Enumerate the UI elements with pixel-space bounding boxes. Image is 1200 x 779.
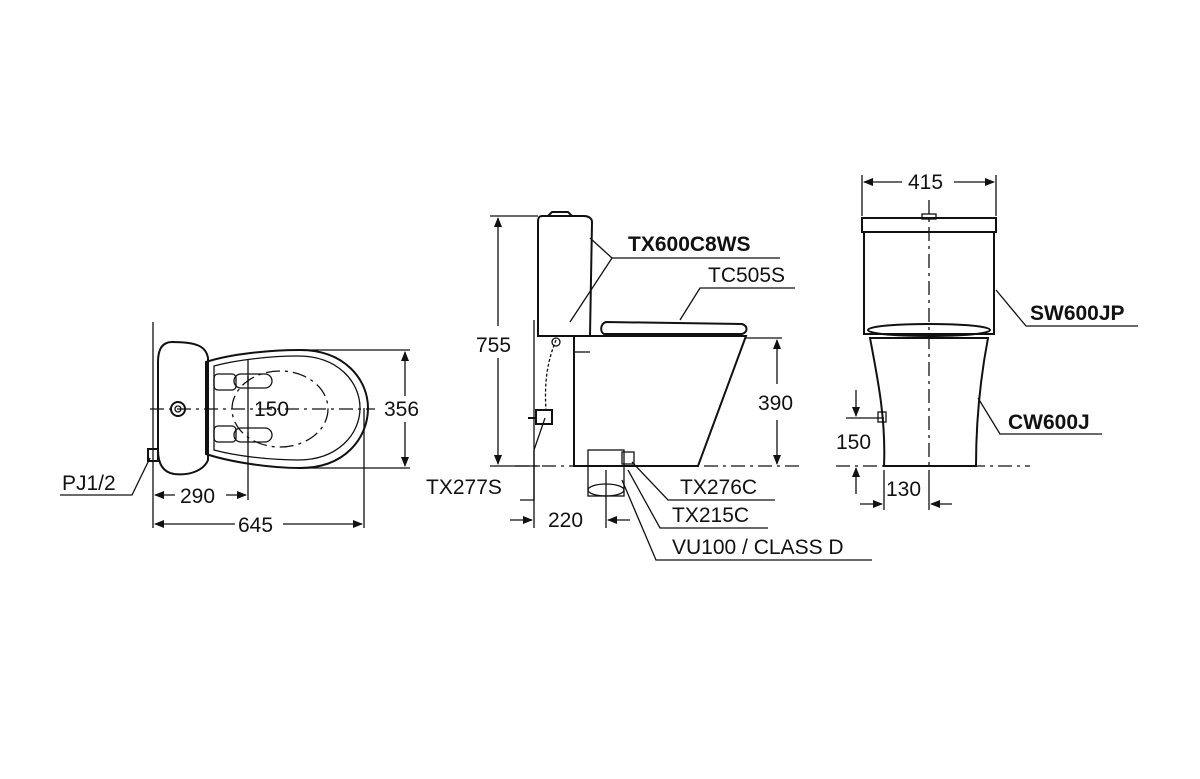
- dim-150-front: 150: [836, 431, 871, 454]
- label-tc505s: TC505S: [708, 264, 785, 287]
- dim-415: 415: [908, 171, 943, 194]
- tank-lid-front: [861, 217, 997, 233]
- label-tx600c8ws: TX600C8WS: [628, 233, 751, 256]
- label-tx276c: TX276C: [680, 476, 757, 499]
- front-view: [836, 175, 1138, 510]
- label-tx215c: TX215C: [672, 504, 749, 527]
- tank-side: [537, 215, 594, 337]
- dim-220: 220: [548, 509, 583, 532]
- bowl-side: [573, 335, 748, 467]
- dim-290: 290: [180, 485, 215, 508]
- label-cw600j: CW600J: [1008, 411, 1090, 434]
- label-vu100: VU100 / CLASS D: [672, 536, 844, 559]
- seat-side: [600, 320, 748, 335]
- dim-150-top: 150: [254, 398, 289, 421]
- side-view: [490, 211, 872, 561]
- label-sw600jp: SW600JP: [1030, 302, 1125, 325]
- label-pj12: PJ1/2: [62, 472, 116, 495]
- dim-390: 390: [758, 392, 793, 415]
- dim-356: 356: [384, 398, 419, 421]
- dim-130: 130: [886, 478, 921, 501]
- bowl-outline: [205, 348, 370, 470]
- dim-755: 755: [476, 334, 511, 357]
- label-tx277s: TX277S: [426, 476, 502, 499]
- tank-outline: [157, 340, 209, 476]
- top-view: [60, 322, 410, 528]
- dim-645: 645: [238, 514, 273, 537]
